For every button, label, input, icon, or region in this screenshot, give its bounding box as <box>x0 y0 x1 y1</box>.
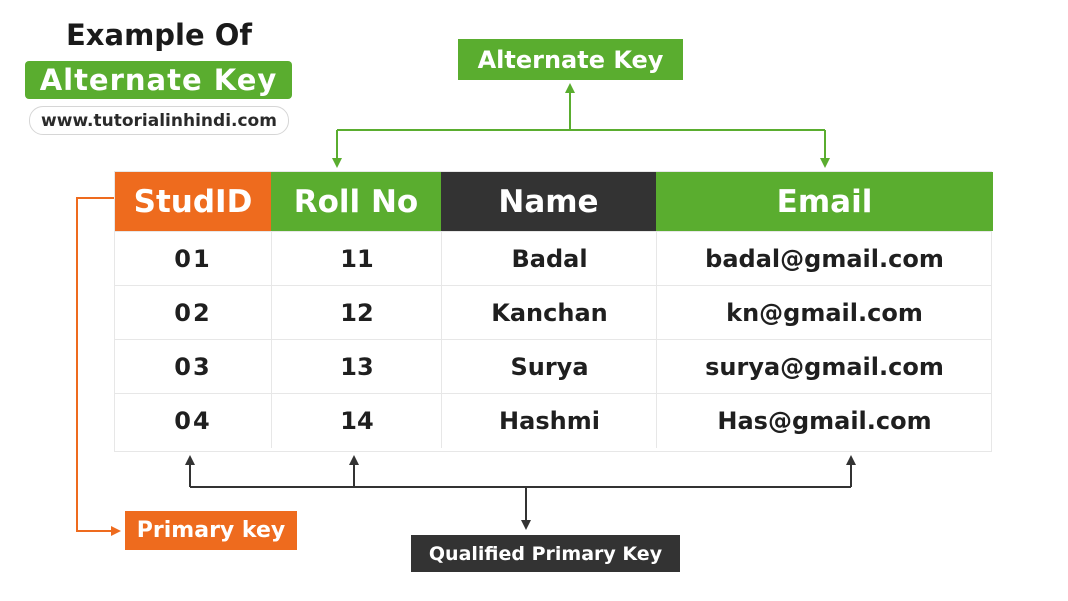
cell-roll-no: 13 <box>271 340 442 394</box>
cell-name: Kanchan <box>441 286 657 340</box>
title-badge: Alternate Key <box>25 61 292 99</box>
header-studid: StudID <box>115 172 271 231</box>
table-row: 01 11 Badal badal@gmail.com <box>115 231 991 286</box>
header-name: Name <box>441 172 656 231</box>
cell-email: Has@gmail.com <box>656 394 992 448</box>
cell-email: badal@gmail.com <box>656 232 992 286</box>
table-header: StudID Roll No Name Email <box>115 172 993 231</box>
student-table: StudID Roll No Name Email 01 11 Badal ba… <box>114 171 993 452</box>
cell-studid: 04 <box>174 407 212 435</box>
primary-key-label: Primary key <box>125 511 297 550</box>
cell-studid: 02 <box>174 299 212 327</box>
alternate-key-label: Alternate Key <box>458 39 683 80</box>
header-roll-no: Roll No <box>271 172 441 231</box>
qualified-primary-key-connector <box>185 455 856 530</box>
cell-name: Badal <box>441 232 657 286</box>
table-row: 03 13 Surya surya@gmail.com <box>115 339 991 394</box>
table-row: 02 12 Kanchan kn@gmail.com <box>115 285 991 340</box>
cell-studid: 01 <box>174 245 212 273</box>
cell-roll-no: 14 <box>271 394 442 448</box>
primary-key-connector <box>76 197 121 536</box>
header-email: Email <box>656 172 993 231</box>
qualified-primary-key-label: Qualified Primary Key <box>411 535 680 572</box>
cell-name: Surya <box>441 340 657 394</box>
cell-roll-no: 12 <box>271 286 442 340</box>
cell-roll-no: 11 <box>271 232 442 286</box>
cell-studid: 03 <box>174 353 212 381</box>
title-line-1: Example Of <box>66 18 253 52</box>
cell-name: Hashmi <box>441 394 657 448</box>
table-row: 04 14 Hashmi Has@gmail.com <box>115 393 991 448</box>
website-pill: www.tutorialinhindi.com <box>29 106 289 135</box>
alternate-key-connector <box>332 83 830 168</box>
cell-email: kn@gmail.com <box>656 286 992 340</box>
cell-email: surya@gmail.com <box>656 340 992 394</box>
